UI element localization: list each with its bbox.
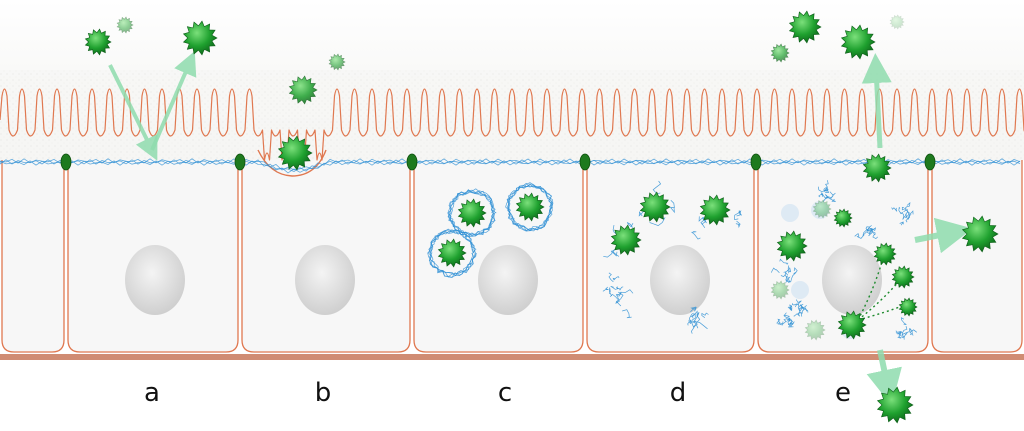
- nucleus: [295, 245, 355, 315]
- mucus-coat: [447, 188, 497, 238]
- virus-particle-icon: [182, 20, 218, 56]
- tight-junction-icon: [234, 153, 246, 171]
- virus-particle-icon: [812, 199, 832, 219]
- virus-particle-icon: [770, 43, 790, 63]
- mucus-tangle: [609, 291, 632, 319]
- mucus-coat: [505, 182, 554, 232]
- virus-particle-icon: [770, 280, 790, 300]
- epithelial-cell: [931, 160, 1023, 353]
- virus-particle-icon: [776, 230, 808, 262]
- virus-particle-icon: [84, 28, 112, 56]
- virus-particle-icon: [457, 198, 487, 228]
- virus-particle-icon: [328, 53, 346, 71]
- mucus-tangle: [608, 287, 634, 300]
- virus-particle-icon: [699, 194, 731, 226]
- nucleus: [650, 245, 710, 315]
- arrow-icon: [914, 217, 973, 254]
- mucus-tangle: [687, 311, 709, 334]
- mucus-strand: [0, 159, 1021, 173]
- tight-junction-icon: [750, 153, 762, 171]
- apical-mucus-network: [0, 158, 1021, 174]
- virus-particle-icon: [837, 310, 867, 340]
- virus-particle-icon: [873, 242, 897, 266]
- microvilli-membrane: [0, 88, 1024, 161]
- epithelial-cell: [1, 160, 65, 353]
- virus-particle-icon: [804, 319, 826, 341]
- degraded-mucus: [781, 204, 799, 222]
- mucus-tangle: [602, 272, 624, 292]
- mucus-tangle: [776, 312, 802, 328]
- virus-particle-icon: [788, 10, 822, 44]
- virus-particle-icon: [515, 192, 545, 222]
- virus-particle-icon: [876, 386, 914, 424]
- mucus-tangle: [891, 202, 914, 226]
- mucus-tangle: [771, 258, 798, 284]
- mucus-tangle: [734, 210, 742, 229]
- mucus-coat: [427, 228, 477, 278]
- virus-particle-icon: [437, 238, 467, 268]
- nucleus: [125, 245, 185, 315]
- mucus-strand: [0, 160, 1021, 174]
- virus-particle-icon: [840, 24, 876, 60]
- virus-particle-icon: [961, 215, 999, 253]
- panel-label-d: d: [669, 378, 687, 408]
- arrow-icon: [861, 53, 892, 149]
- basement-membrane: [0, 354, 1024, 360]
- nucleus: [822, 245, 882, 315]
- arrow-icon: [866, 349, 902, 406]
- virus-particles: [84, 10, 999, 424]
- virus-particle-icon: [277, 135, 313, 171]
- nuclei: [125, 245, 882, 315]
- spread-path: [857, 279, 901, 321]
- nucleus: [478, 245, 538, 315]
- mucus-tangle: [895, 317, 918, 340]
- mucus-tangle: [787, 299, 809, 317]
- tight-junction-icon: [406, 153, 418, 171]
- panel-label-e: e: [835, 378, 851, 408]
- arrow-icon: [108, 64, 158, 161]
- virus-particle-icon: [862, 153, 892, 183]
- arrow-icon: [150, 50, 197, 151]
- tight-junction-icon: [579, 153, 591, 171]
- virus-particle-icon: [288, 75, 318, 105]
- mucus-tangle: [854, 225, 878, 240]
- tight-junctions: [60, 153, 936, 171]
- tight-junction-icon: [60, 153, 72, 171]
- virus-particle-icon: [891, 265, 915, 289]
- virus-particle-icon: [889, 14, 905, 30]
- virus-particle-icon: [639, 191, 671, 223]
- panel-label-a: a: [144, 378, 160, 408]
- spread-path: [857, 254, 885, 321]
- mucus-layer: [0, 70, 1024, 160]
- virus-particle-icon: [116, 16, 134, 34]
- virus-particle-icon: [898, 297, 918, 317]
- panel-label-b: b: [314, 378, 332, 408]
- virus-particle-icon: [610, 224, 642, 256]
- degraded-mucus: [791, 281, 809, 299]
- panel-label-c: c: [497, 378, 513, 408]
- arrows: [108, 50, 973, 406]
- tight-junction-icon: [924, 153, 936, 171]
- mucus-tangle: [817, 180, 836, 202]
- virus-particle-icon: [833, 208, 853, 228]
